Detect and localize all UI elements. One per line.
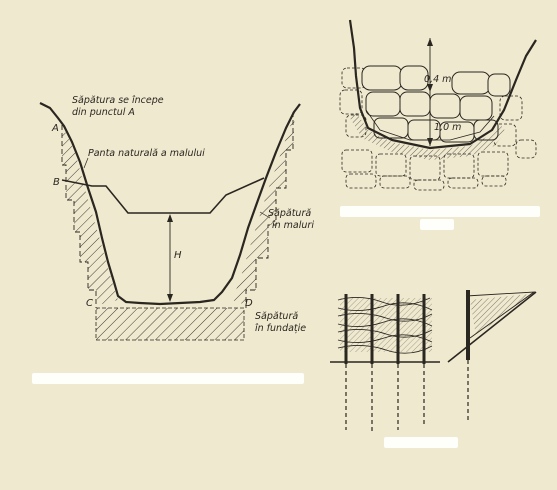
side-slope-line — [447, 291, 537, 363]
canal-bed-profile — [39, 102, 301, 306]
height-arrow-bottom — [167, 294, 173, 302]
lining-stones — [361, 65, 511, 143]
right-bank-excavation-hatch — [232, 112, 295, 305]
right-step-outline — [245, 112, 294, 308]
height-label: H — [174, 250, 182, 261]
depth-arrow-top — [427, 38, 433, 46]
start-note-line-2: din punctul A — [72, 107, 135, 118]
fence-stakes — [344, 294, 426, 364]
height-arrow-top — [167, 214, 173, 222]
caption-mask-left — [32, 373, 304, 384]
point-a-label: A — [51, 123, 59, 134]
water-surface-line — [61, 177, 265, 214]
depth-bottom-label: 1,0 m — [434, 122, 461, 133]
caption-mask-top-right-2 — [420, 219, 454, 230]
channel-ground-profile — [348, 19, 537, 150]
natural-slope-label: Panta naturală a malului — [88, 148, 205, 159]
foundation-excavation-hatch — [95, 307, 245, 341]
point-b-label: B — [53, 177, 60, 188]
natural-slope-leader — [83, 157, 89, 169]
point-d-label: D — [245, 298, 253, 309]
depth-top-label: 0,4 m — [424, 74, 451, 85]
wattle-fence-side — [447, 290, 537, 420]
buried-stakes — [345, 364, 425, 432]
foundation-excavation-line-1: Săpătură — [255, 311, 298, 322]
bank-excavation-line-1: Săpătură — [268, 208, 311, 219]
left-bank-excavation-hatch — [62, 125, 118, 305]
caption-mask-bottom-right — [384, 437, 458, 448]
left-step-outline — [61, 125, 97, 308]
bank-excavation-line-2: în maluri — [272, 220, 314, 231]
wattle-infill — [340, 298, 432, 352]
caption-mask-top-right — [340, 206, 540, 217]
stone-lined-channel: 0,4 m 1,0 m — [339, 19, 537, 191]
wattle-weave — [337, 297, 433, 354]
foundation-excavation-line-2: în fundație — [255, 323, 306, 334]
start-note-line-1: Săpătura se începe — [72, 95, 164, 106]
depth-arrow-bottom — [427, 138, 433, 146]
canal-cross-section: Săpătura se începe din punctul A Panta n… — [39, 95, 314, 341]
side-fill-hatch — [470, 294, 530, 336]
point-c-label: C — [86, 298, 93, 309]
wattle-fence-front — [330, 294, 440, 432]
bank-excavation-leader — [259, 211, 271, 219]
depth-arrow-mid — [427, 84, 433, 92]
side-fill-outline — [465, 291, 536, 339]
channel-ground-hatch — [350, 112, 506, 160]
